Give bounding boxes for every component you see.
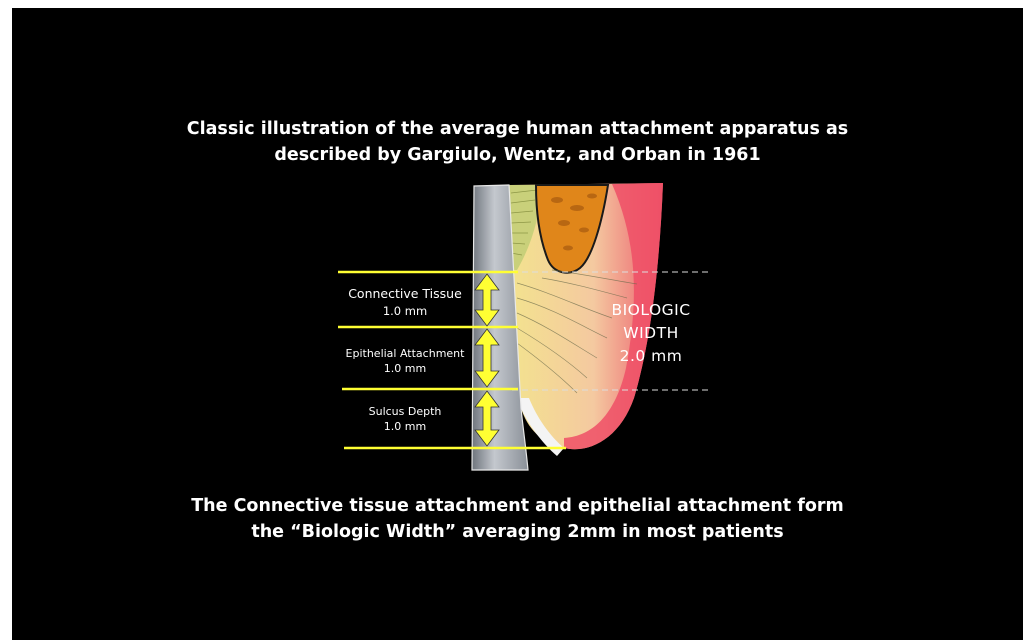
slide-caption: The Connective tissue attachment and epi…	[12, 493, 1023, 545]
label-epithelial-attachment: Epithelial Attachment	[346, 347, 466, 360]
biologic-width-line-2: WIDTH	[623, 324, 678, 342]
biologic-width-line-3: 2.0 mm	[620, 347, 683, 365]
slide: Classic illustration of the average huma…	[12, 8, 1023, 640]
label-epithelial-attachment-value: 1.0 mm	[384, 362, 426, 375]
caption-line-2: the “Biologic Width” averaging 2mm in mo…	[12, 519, 1023, 545]
label-sulcus-depth: Sulcus Depth	[369, 405, 442, 418]
attachment-apparatus-diagram: Connective Tissue 1.0 mm Epithelial Atta…	[12, 8, 1023, 640]
biologic-width-line-1: BIOLOGIC	[611, 301, 690, 319]
label-sulcus-depth-value: 1.0 mm	[384, 420, 426, 433]
caption-line-1: The Connective tissue attachment and epi…	[12, 493, 1023, 519]
label-connective-tissue-value: 1.0 mm	[383, 304, 427, 318]
label-connective-tissue: Connective Tissue	[348, 286, 462, 301]
